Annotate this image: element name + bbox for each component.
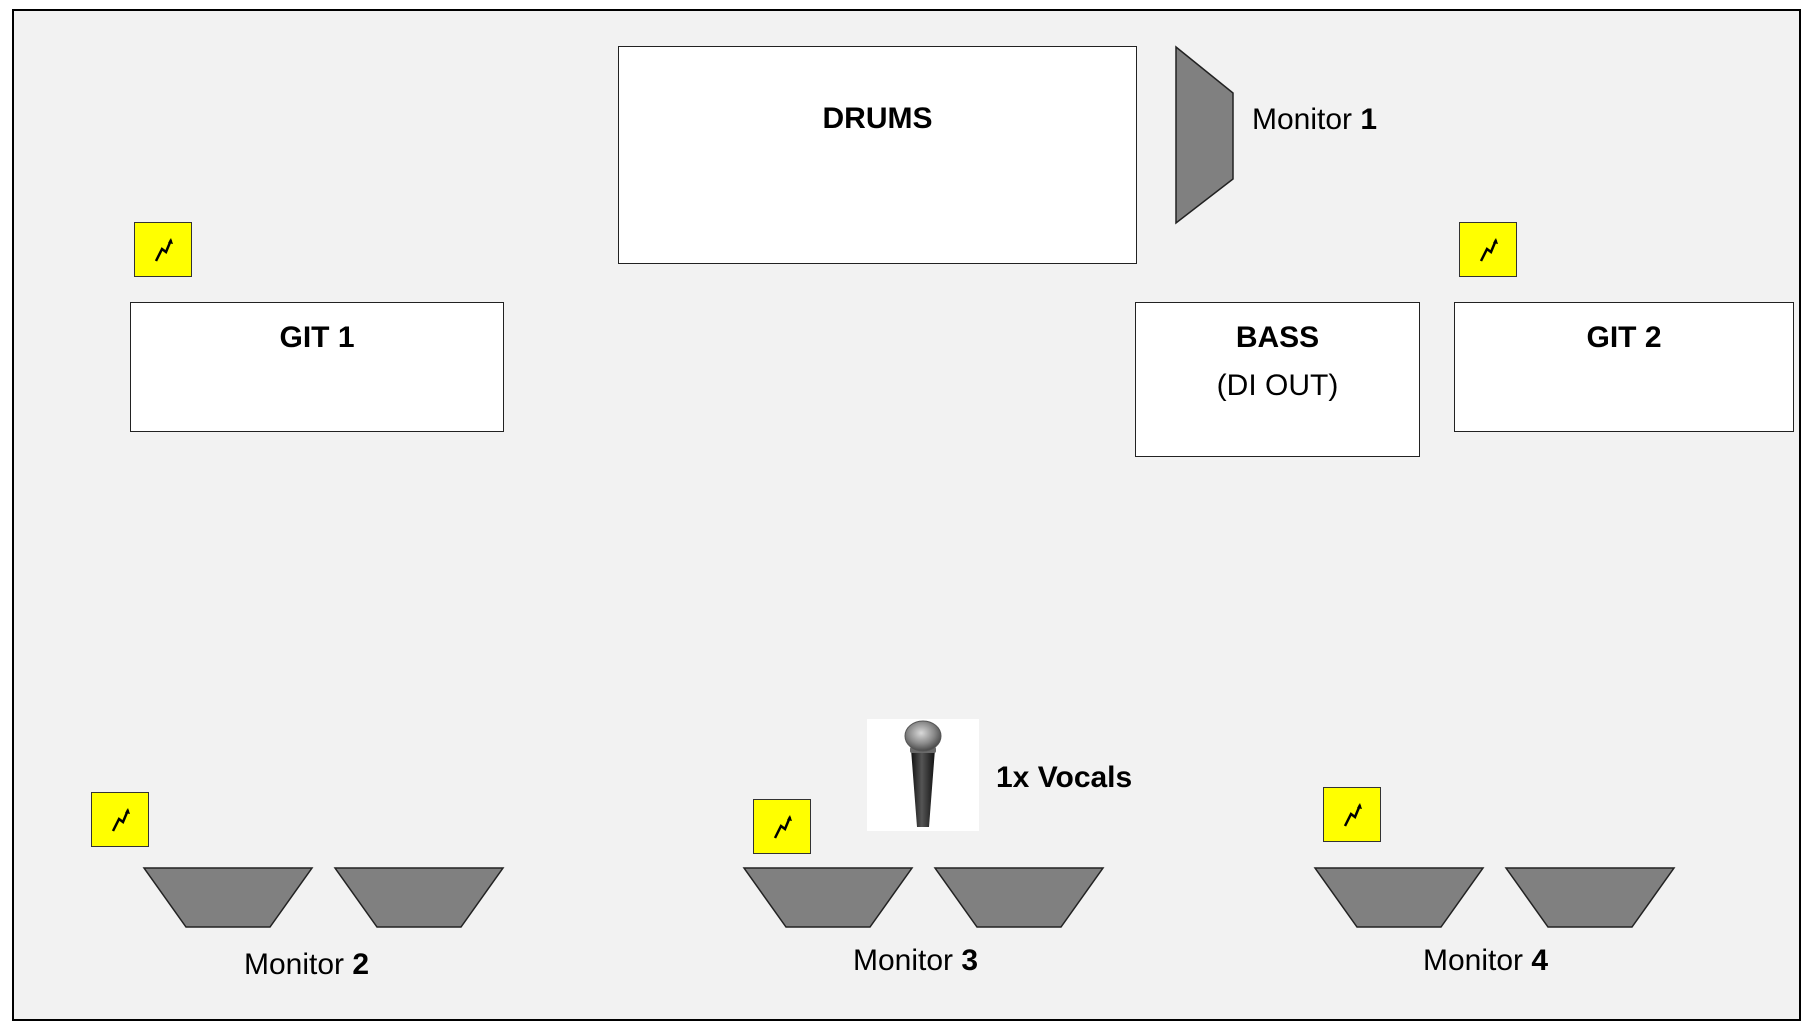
power-socket-monitor-4	[1323, 787, 1381, 842]
git1-label: GIT 1	[279, 321, 355, 354]
lightning-bolt-icon	[773, 814, 792, 839]
monitor-3-left-wedge-icon	[742, 867, 914, 928]
monitor-3-label: Monitor 3	[853, 944, 978, 978]
monitor-2-label: Monitor 2	[244, 948, 369, 982]
bass-subtitle: (DI OUT)	[1216, 369, 1339, 402]
monitor-1-wedge-icon	[1175, 45, 1234, 225]
monitor-4-left-wedge-icon	[1313, 867, 1485, 928]
drums-box: DRUMS	[618, 46, 1137, 264]
lightning-bolt-icon	[111, 807, 130, 832]
bass-label: BASS	[1235, 321, 1320, 354]
power-socket-monitor-3	[753, 799, 811, 854]
monitor-3-prefix: Monitor	[853, 944, 962, 977]
monitor-1-label: Monitor 1	[1252, 103, 1377, 137]
git2-box: GIT 2	[1454, 302, 1794, 432]
lightning-bolt-icon	[154, 237, 173, 262]
git2-label: GIT 2	[1586, 321, 1662, 354]
vocals-label: 1x Vocals	[996, 761, 1133, 794]
power-socket-git1	[134, 222, 192, 277]
drums-label: DRUMS	[822, 102, 933, 135]
monitor-2-prefix: Monitor	[244, 948, 353, 981]
power-socket-git2	[1459, 222, 1517, 277]
lightning-bolt-icon	[1479, 237, 1498, 262]
monitor-4-right-wedge-icon	[1504, 867, 1676, 928]
monitor-4-number: 4	[1531, 944, 1549, 977]
microphone-icon	[867, 719, 979, 831]
monitor-1-prefix: Monitor	[1252, 103, 1361, 136]
power-socket-monitor-2	[91, 792, 149, 847]
monitor-3-right-wedge-icon	[933, 867, 1105, 928]
git1-box: GIT 1	[130, 302, 504, 432]
stage-plot: DRUMS Monitor 1 GIT 1 BASS (DI OUT) GIT …	[12, 9, 1801, 1021]
monitor-4-label: Monitor 4	[1423, 944, 1548, 978]
monitor-4-prefix: Monitor	[1423, 944, 1532, 977]
lightning-bolt-icon	[1343, 802, 1362, 827]
monitor-1-number: 1	[1360, 103, 1378, 136]
bass-box: BASS (DI OUT)	[1135, 302, 1420, 457]
monitor-2-left-wedge-icon	[142, 867, 314, 928]
monitor-3-number: 3	[961, 944, 979, 977]
monitor-2-number: 2	[352, 948, 370, 981]
monitor-2-right-wedge-icon	[333, 867, 505, 928]
